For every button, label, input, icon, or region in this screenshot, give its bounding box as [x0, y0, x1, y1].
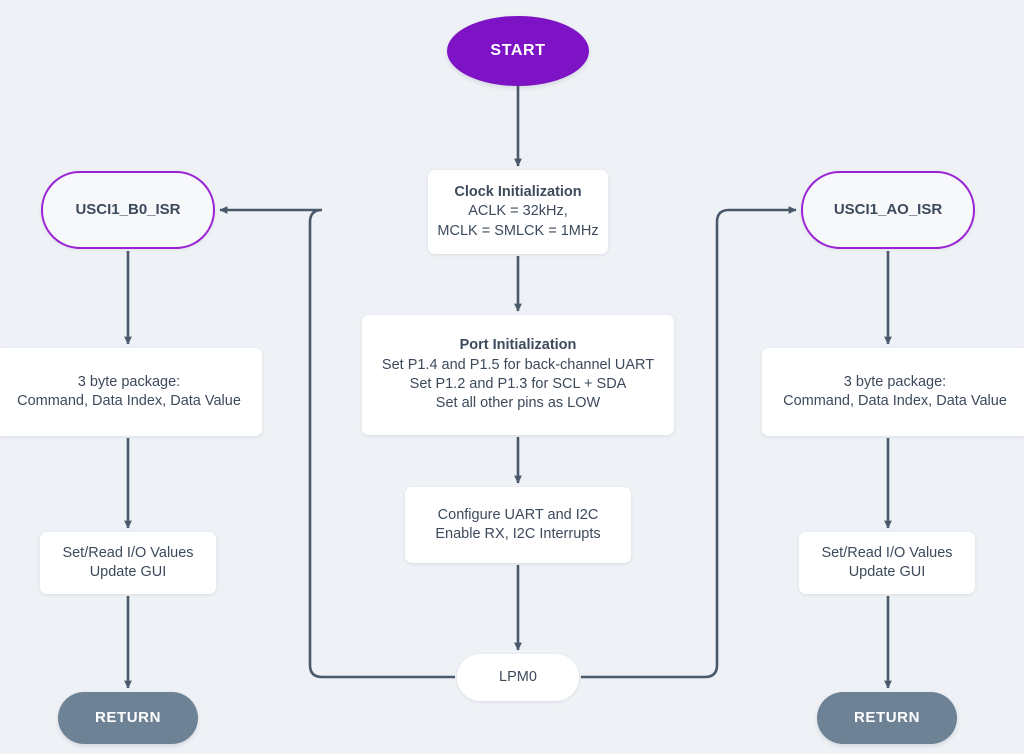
return-left-label: RETURN	[94, 708, 162, 726]
edge-lpm0-to-isr-right	[581, 206, 797, 679]
node-return-right[interactable]: RETURN	[817, 692, 957, 744]
node-usci1-a0-isr[interactable]: USCI1_AO_ISR	[801, 171, 975, 249]
port-init-line3: Set P1.2 and P1.3 for SCL + SDA	[409, 376, 627, 392]
edge-lpm0-to-isr-left	[219, 206, 455, 679]
package-left-line1: 3 byte package:	[77, 373, 181, 390]
port-init-line2: Set P1.4 and P1.5 for back-channel UART	[381, 356, 655, 373]
node-usci1-b0-isr[interactable]: USCI1_B0_ISR	[41, 171, 215, 249]
lpm0-label: LPM0	[499, 668, 537, 685]
clock-init-title: Clock Initialization	[454, 183, 582, 200]
node-io-left[interactable]: Set/Read I/O Values Update GUI	[40, 532, 216, 594]
port-init-title: Port Initialization	[459, 337, 577, 354]
node-port-initialization[interactable]: Port Initialization Set P1.4 and P1.5 fo…	[362, 315, 674, 435]
node-configure-uart-i2c[interactable]: Configure UART and I2C Enable RX, I2C In…	[405, 487, 631, 563]
return-right-label: RETURN	[853, 708, 921, 726]
io-left-line1: Set/Read I/O Values	[62, 544, 194, 561]
configure-line1: Configure UART and I2C	[437, 506, 599, 523]
node-package-right[interactable]: 3 byte package: Command, Data Index, Dat…	[762, 348, 1024, 436]
package-left-line2: Command, Data Index, Data Value	[17, 393, 241, 409]
node-package-left[interactable]: 3 byte package: Command, Data Index, Dat…	[0, 348, 262, 436]
io-right-line1: Set/Read I/O Values	[821, 544, 953, 561]
node-lpm0[interactable]: LPM0	[457, 654, 579, 701]
node-return-left[interactable]: RETURN	[58, 692, 198, 744]
io-right-line2: Update GUI	[848, 564, 926, 580]
node-start-label: START	[490, 42, 546, 60]
node-io-right[interactable]: Set/Read I/O Values Update GUI	[799, 532, 975, 594]
node-clock-initialization[interactable]: Clock Initialization ACLK = 32kHz, MCLK …	[428, 170, 608, 254]
configure-line2: Enable RX, I2C Interrupts	[435, 526, 601, 542]
isr-right-label: USCI1_AO_ISR	[833, 200, 943, 218]
isr-left-label: USCI1_B0_ISR	[75, 200, 181, 218]
package-right-line1: 3 byte package:	[843, 373, 947, 390]
io-left-line2: Update GUI	[89, 564, 167, 580]
package-right-line2: Command, Data Index, Data Value	[783, 393, 1007, 409]
port-init-line4: Set all other pins as LOW	[435, 395, 601, 412]
clock-init-line3: MCLK = SMLCK = 1MHz	[437, 222, 599, 239]
node-start[interactable]: START	[447, 16, 589, 86]
clock-init-line2: ACLK = 32kHz,	[468, 203, 568, 220]
